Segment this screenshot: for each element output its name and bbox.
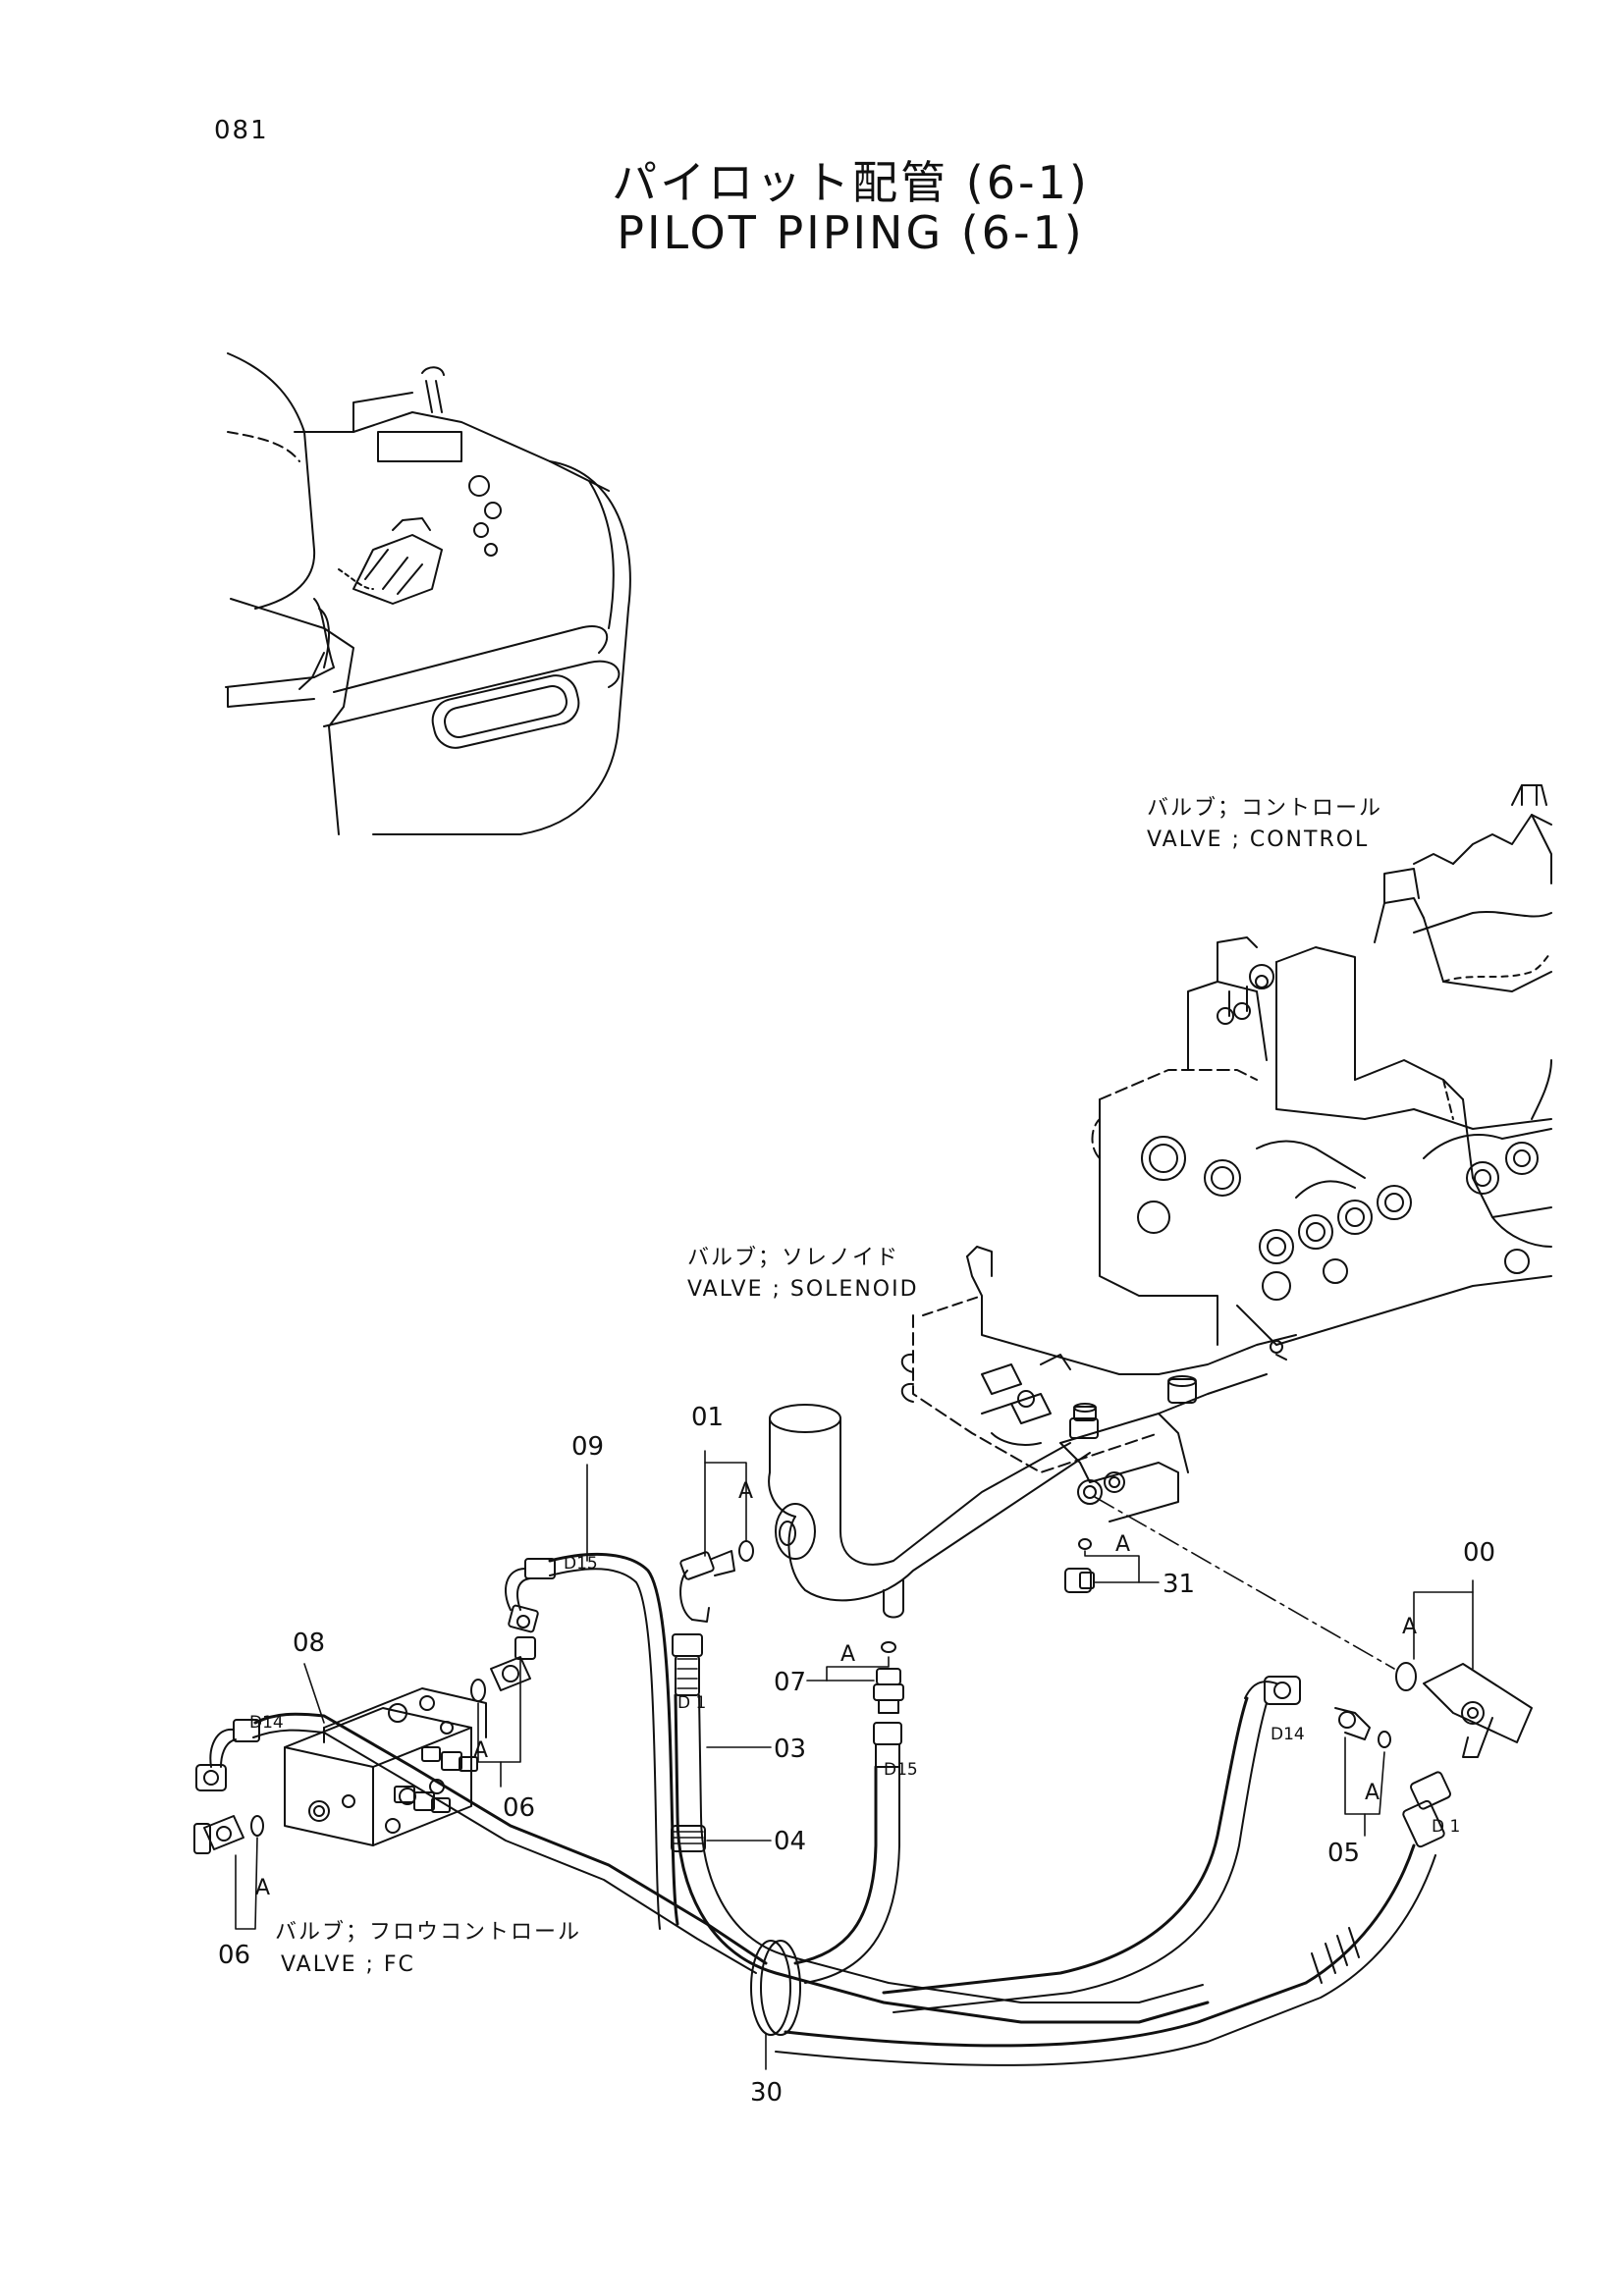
fc-valve-block [193,1636,536,1854]
leader-lines [235,1450,1474,2070]
callout-01: 01 [691,1403,724,1432]
control-valve-label-en: VALVE ; CONTROL [1147,828,1369,852]
callout-03: 03 [774,1735,806,1764]
view-mark-a-00: A [1402,1615,1419,1639]
solenoid-valve-label-ja: バルブ；ソレノイド [687,1246,899,1270]
fc-valve-label-ja: バルブ；フロウコントロール [275,1920,581,1945]
pilot-pipe-elbow [768,1404,1091,1619]
hose-mark-d15-09: D15 [564,1554,598,1574]
hose-mark-d15-right: D15 [884,1760,918,1780]
fc-valve-label-en: VALVE ; FC [281,1952,415,1977]
control-valve-label-ja: バルブ；コントロール [1147,796,1382,821]
callout-05: 05 [1327,1839,1360,1868]
machine-overview-inset [225,352,631,835]
callout-06-lower: 06 [218,1941,250,1970]
hose-mark-d14-08: D14 [249,1713,284,1733]
callout-07: 07 [774,1668,806,1697]
title-english: PILOT PIPING (6-1) [617,206,1085,259]
title-japanese: パイロット配管 (6-1) [612,156,1090,209]
view-mark-a-01: A [738,1479,755,1504]
labels: バルブ；コントロール VALVE ; CONTROL バルブ；ソレノイド VAL… [218,796,1495,2108]
control-valve-assembly [1091,784,1552,1346]
page-number: 081 [214,116,269,145]
solenoid-valve-assembly [900,1246,1297,1522]
hose-mark-d1-right: D 1 [1432,1817,1460,1837]
view-mark-a-05: A [1365,1781,1381,1805]
callout-08: 08 [293,1629,325,1658]
callout-04: 04 [774,1827,806,1856]
hose-mark-d14-right: D14 [1271,1725,1305,1744]
fittings [679,1538,1533,1758]
hoses [195,1553,1452,2066]
view-mark-a-07: A [840,1642,857,1667]
view-mark-a-06-lower: A [255,1876,272,1900]
callout-31: 31 [1163,1570,1195,1599]
solenoid-valve-label-en: VALVE ; SOLENOID [687,1277,919,1302]
callout-06-upper: 06 [503,1793,535,1823]
callout-30: 30 [750,2078,783,2108]
callout-00: 00 [1463,1538,1495,1568]
hose-mark-d1-03: D 1 [677,1693,706,1713]
view-mark-a-31: A [1115,1532,1132,1557]
view-mark-a-06-upper: A [473,1738,490,1763]
callout-09: 09 [571,1432,604,1462]
